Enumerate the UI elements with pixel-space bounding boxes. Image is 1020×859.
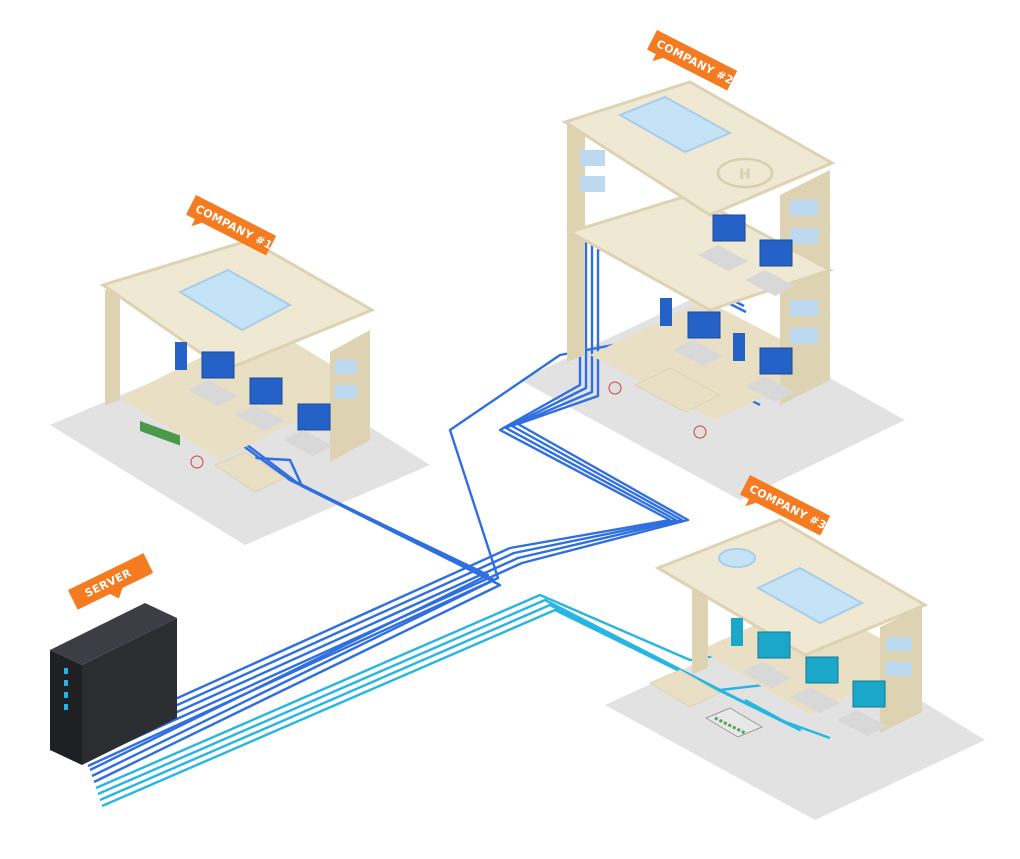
company1-floor — [120, 325, 365, 460]
company2-window — [580, 176, 605, 192]
company2-window — [790, 328, 818, 344]
company2-window — [790, 300, 818, 316]
workstation-monitor — [201, 351, 235, 379]
company2-window — [790, 200, 818, 216]
server-light — [64, 692, 68, 698]
fire-alarm-icon — [190, 455, 204, 469]
company2-window — [790, 228, 818, 244]
workstation-desk — [837, 710, 887, 736]
workstation-monitor — [757, 631, 791, 659]
workstation-monitor — [805, 656, 839, 684]
workstation-desk — [673, 340, 723, 366]
cable-line — [101, 608, 802, 808]
label-company2: COMPANY #2 — [654, 37, 735, 87]
company3-steps — [648, 669, 722, 708]
company1-building — [99, 238, 376, 493]
workstation-desk — [742, 662, 792, 688]
roof-vent-icon — [718, 548, 756, 568]
workstation-desk — [235, 405, 285, 431]
company1-skylight — [177, 268, 293, 332]
fire-alarm-icon — [693, 425, 707, 439]
workstation-monitor — [759, 347, 793, 375]
workstation-desk — [745, 270, 795, 296]
workstation-desk — [698, 245, 748, 271]
workstation-desk — [745, 376, 795, 402]
company3-skylight — [755, 566, 865, 625]
company2-steps — [633, 367, 722, 413]
server-top — [50, 603, 177, 665]
server-light — [64, 680, 68, 686]
workstation-monitor — [175, 342, 187, 370]
company1-left-wall — [105, 285, 120, 405]
helipad-icon — [716, 157, 774, 189]
company3-window — [886, 662, 912, 676]
company1-steps — [213, 451, 287, 493]
workstation-monitor — [731, 618, 743, 646]
label-tag-shape — [647, 30, 738, 91]
workstation-monitor — [687, 311, 721, 339]
bench-icon — [140, 420, 180, 446]
server-side — [82, 618, 177, 765]
network-cables — [79, 226, 831, 808]
company1-window — [335, 385, 357, 399]
workstation-monitor — [249, 377, 283, 405]
fire-alarm-icon — [608, 381, 622, 395]
switch-ports — [714, 716, 746, 735]
network-switch-icon — [704, 707, 764, 738]
workstation-monitor — [712, 214, 746, 242]
label-tag-shape — [740, 475, 831, 536]
server-rack — [50, 603, 177, 765]
company2-window — [580, 150, 605, 166]
label-tag-shape — [186, 195, 277, 256]
company3-building — [648, 518, 929, 738]
workstation-monitor — [297, 403, 331, 431]
workstation-monitor — [660, 298, 672, 326]
server-light — [64, 668, 68, 674]
workstation-desk — [283, 430, 333, 456]
workstation-monitor — [733, 333, 745, 361]
workstation-desk — [188, 380, 238, 406]
company2-skylight — [617, 95, 733, 154]
workstation-monitor — [759, 239, 793, 267]
company1-window — [335, 360, 357, 374]
cable-line — [93, 456, 502, 784]
server-light — [64, 704, 68, 710]
helipad-letter: H — [739, 167, 751, 183]
workstation-desk — [790, 687, 840, 713]
cable-line — [99, 603, 831, 802]
workstation-monitor — [852, 680, 886, 708]
company3-window — [886, 637, 912, 651]
company2-building: H — [561, 80, 836, 439]
label-tag-shape — [68, 553, 154, 610]
company3-left-wall — [692, 574, 708, 674]
